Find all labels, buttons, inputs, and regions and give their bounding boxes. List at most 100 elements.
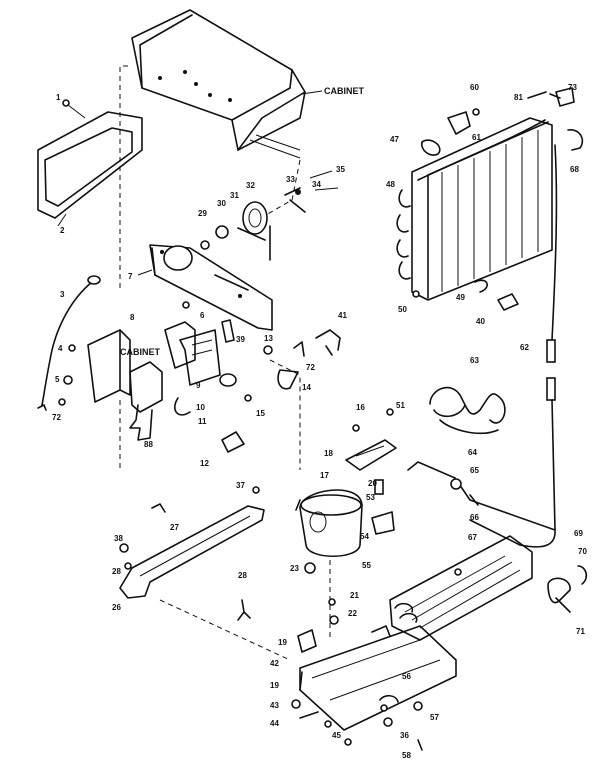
part-label-18: 18 <box>324 449 333 458</box>
relay-bracket-19: 19 21 22 <box>278 591 359 653</box>
part-label-45: 45 <box>332 731 341 740</box>
line-fittings: 64 65 66 <box>407 448 556 531</box>
part-label-41: 41 <box>338 311 347 320</box>
part-label-54: 54 <box>360 532 369 541</box>
fan-parts-top-right: 81 73 68 <box>514 83 584 174</box>
part-label-64: 64 <box>468 448 477 457</box>
part-label-57: 57 <box>430 713 439 722</box>
part-label-5: 5 <box>55 375 60 384</box>
part-label-36: 36 <box>400 731 409 740</box>
part-label-88: 88 <box>144 440 153 449</box>
fan-shroud-part-67: 67 <box>389 533 533 641</box>
part-label-71: 71 <box>576 627 585 636</box>
part-label-28-lower: 28 <box>238 571 247 580</box>
compressor-mount-parts: 20 53 54 55 <box>360 479 395 570</box>
part-label-73: 73 <box>568 83 577 92</box>
part-label-67: 67 <box>468 533 477 542</box>
part-label-33: 33 <box>286 175 295 184</box>
base-pan-part-42: 42 19 <box>270 625 457 731</box>
bracket-part-7: 7 6 <box>128 244 273 331</box>
part-label-58: 58 <box>402 751 411 760</box>
part-label-12: 12 <box>200 459 209 468</box>
part-label-50: 50 <box>398 305 407 314</box>
part-label-20: 20 <box>368 479 377 488</box>
defrost-parts: 70 71 <box>547 547 587 636</box>
part-label-26: 26 <box>112 603 121 612</box>
part-label-49: 49 <box>456 293 465 302</box>
drain-tube: 62 69 <box>469 144 583 548</box>
part-label-6: 6 <box>200 311 205 320</box>
heater-coil-part-63: 63 <box>429 356 506 434</box>
part-label-4: 4 <box>58 344 63 353</box>
part-label-3: 3 <box>60 290 65 299</box>
control-box: CABINET 4 5 72 <box>52 329 161 422</box>
part-label-15: 15 <box>256 409 265 418</box>
cabinet-label-side: CABINET <box>120 347 161 357</box>
part-label-19-lower: 19 <box>270 681 279 690</box>
cabinet-tray: CABINET <box>131 9 365 159</box>
part-label-30: 30 <box>217 199 226 208</box>
part-label-51: 51 <box>396 401 405 410</box>
part-label-40: 40 <box>476 317 485 326</box>
base-rail: 37 27 38 28 26 <box>112 481 265 612</box>
part-label-13: 13 <box>264 334 273 343</box>
part-label-37: 37 <box>236 481 245 490</box>
part-label-38: 38 <box>114 534 123 543</box>
part-label-69: 69 <box>574 529 583 538</box>
part-label-19: 19 <box>278 638 287 647</box>
mount-hardware: 23 28 <box>237 562 316 621</box>
part-label-10: 10 <box>196 403 205 412</box>
part-label-14: 14 <box>302 383 311 392</box>
part-label-55: 55 <box>362 561 371 570</box>
part-label-68: 68 <box>570 165 579 174</box>
part-label-63: 63 <box>470 356 479 365</box>
part-label-21: 21 <box>350 591 359 600</box>
part-label-42: 42 <box>270 659 279 668</box>
part-label-7: 7 <box>128 272 133 281</box>
thermostat-part-88: 88 <box>129 361 163 449</box>
part-label-34: 34 <box>312 180 321 189</box>
base-hardware-right: 56 57 36 58 <box>380 672 439 760</box>
part-label-35: 35 <box>336 165 345 174</box>
part-label-65: 65 <box>470 466 479 475</box>
part-label-16: 16 <box>356 403 365 412</box>
part-label-66: 66 <box>470 513 479 522</box>
part-label-27: 27 <box>170 523 179 532</box>
part-label-81: 81 <box>514 93 523 102</box>
part-label-43: 43 <box>270 701 279 710</box>
part-label-17: 17 <box>320 471 329 480</box>
cabinet-label-top: CABINET <box>324 86 365 96</box>
part-label-60: 60 <box>470 83 479 92</box>
bracket-part-16: 16 51 18 <box>324 401 405 471</box>
part-label-1: 1 <box>56 93 61 102</box>
part-label-22: 22 <box>348 609 357 618</box>
base-hardware-left: 43 44 45 <box>270 699 352 746</box>
part-label-2: 2 <box>60 226 65 235</box>
part-label-39: 39 <box>236 335 245 344</box>
part-label-48: 48 <box>386 180 395 189</box>
fan-motor-assembly: 29 30 31 32 33 34 35 <box>198 165 345 261</box>
part-label-56: 56 <box>402 672 411 681</box>
part-label-31: 31 <box>230 191 239 200</box>
part-label-8: 8 <box>130 313 135 322</box>
part-label-32: 32 <box>246 181 255 190</box>
relay-parts: 8 9 10 11 12 <box>130 313 245 468</box>
part-label-70: 70 <box>578 547 587 556</box>
part-label-29: 29 <box>198 209 207 218</box>
capacitor-cluster: 39 13 14 15 41 72 <box>221 311 347 418</box>
panel-part-2: 1 2 <box>37 93 143 235</box>
compressor-part-17: 17 <box>295 471 363 557</box>
part-label-61: 61 <box>472 133 481 142</box>
part-label-72: 72 <box>306 363 315 372</box>
part-label-11: 11 <box>198 417 207 426</box>
part-label-62: 62 <box>520 343 529 352</box>
part-label-28: 28 <box>112 567 121 576</box>
part-label-53: 53 <box>366 493 375 502</box>
part-label-44: 44 <box>270 719 279 728</box>
part-label-23: 23 <box>290 564 299 573</box>
part-label-47: 47 <box>390 135 399 144</box>
part-label-9: 9 <box>196 381 201 390</box>
part-label-72-left: 72 <box>52 413 61 422</box>
power-cord-part-3: 3 <box>37 275 101 411</box>
